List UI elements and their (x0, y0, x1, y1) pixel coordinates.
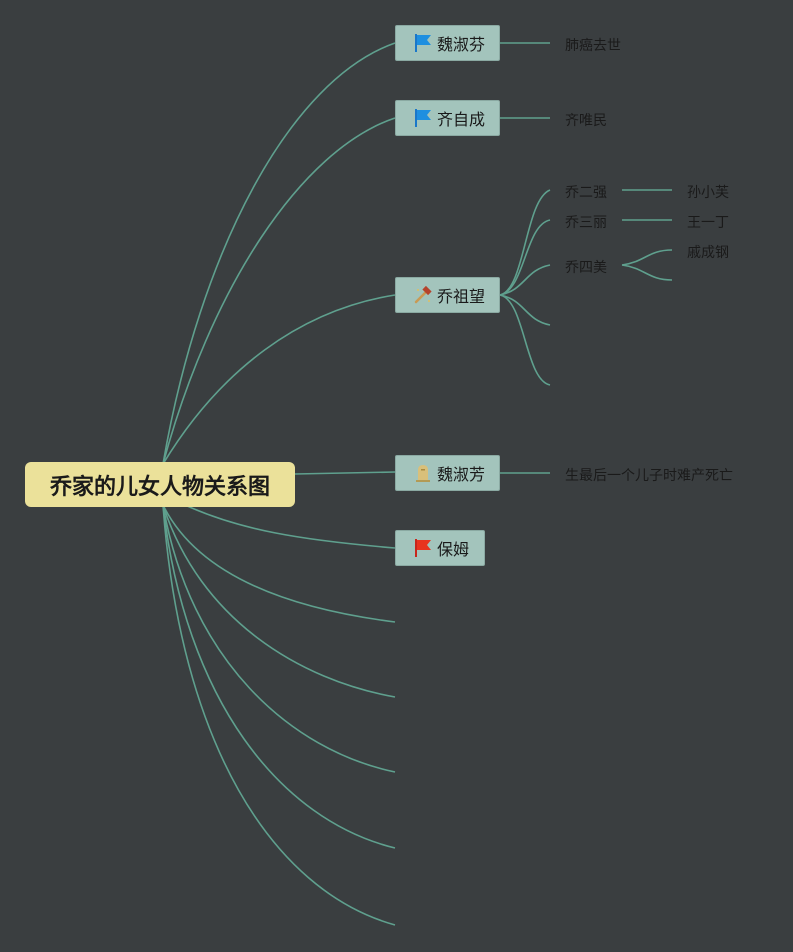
subtopic-qi-chenggang[interactable]: 戚成钢 (687, 245, 729, 261)
topic-baomu[interactable]: 保姆 (395, 530, 485, 566)
root-topic[interactable]: 乔家的儿女人物关系图 (25, 462, 295, 507)
subtopic-wei-shufen-note[interactable]: 肺癌去世 (565, 38, 621, 54)
topic-label: 齐自成 (437, 110, 486, 129)
topic-label: 保姆 (437, 540, 470, 559)
blue-flag-icon (412, 107, 434, 129)
subtopic-qi-weimin[interactable]: 齐唯民 (565, 113, 607, 129)
topic-label: 魏淑芬 (437, 35, 486, 54)
topic-qiao-zuwang[interactable]: 乔祖望 (395, 277, 500, 313)
topic-wei-shufen[interactable]: 魏淑芬 (395, 25, 500, 61)
blue-flag-icon (412, 32, 434, 54)
subtopic-sun-xiaofu[interactable]: 孙小芙 (687, 185, 729, 201)
subtopic-qiao-erqiang[interactable]: 乔二强 (565, 185, 607, 201)
root-topic-label: 乔家的儿女人物关系图 (49, 474, 270, 500)
subtopic-qiao-simei[interactable]: 乔四美 (565, 260, 607, 276)
topic-label: 魏淑芳 (437, 465, 486, 484)
topic-wei-shufang[interactable]: 魏淑芳 (395, 455, 500, 491)
topic-label: 乔祖望 (437, 287, 486, 306)
headstone-icon (412, 462, 434, 484)
topic-qi-zicheng[interactable]: 齐自成 (395, 100, 500, 136)
subtopic-qiao-sanli[interactable]: 乔三丽 (565, 215, 607, 231)
hammer-icon (412, 284, 434, 306)
red-flag-icon (412, 537, 434, 559)
subtopic-wang-yiding[interactable]: 王一丁 (687, 215, 729, 231)
subtopic-wei-shufang-note[interactable]: 生最后一个儿子时难产死亡 (565, 468, 733, 484)
